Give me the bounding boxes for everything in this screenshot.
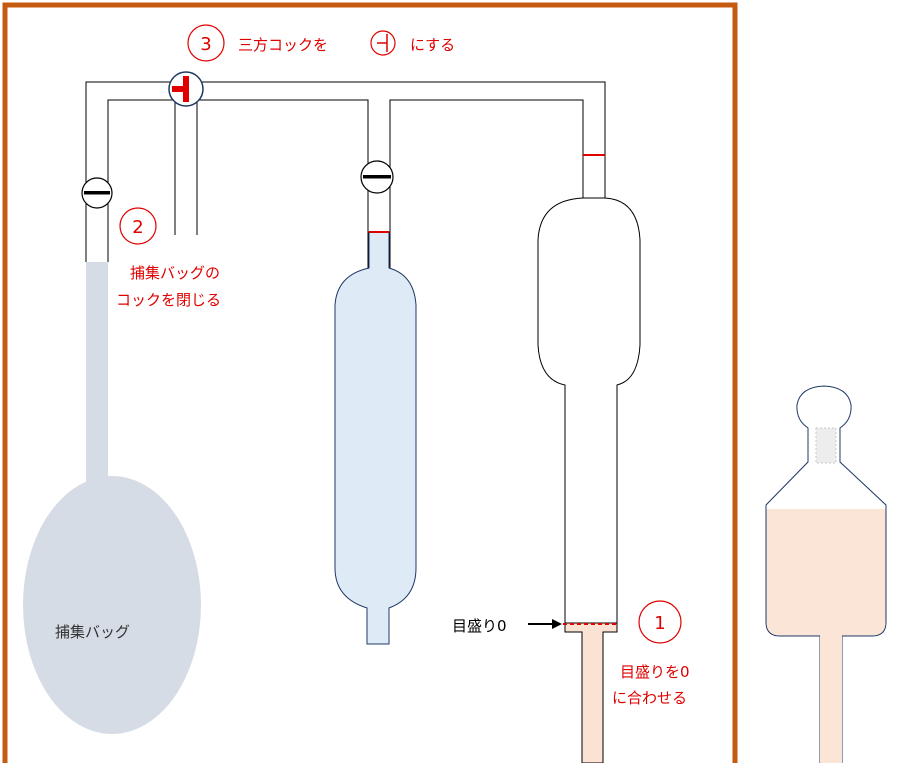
step-2-number: 2	[132, 217, 143, 238]
step-1-line-1: 目盛りを0	[620, 663, 690, 681]
pipette-upper-tube	[367, 193, 391, 232]
step-1-number: 1	[654, 613, 665, 634]
step-2: 2 捕集バッグの コックを閉じる	[116, 207, 221, 309]
bag-neck	[86, 262, 108, 484]
horizontal-bar-valve-icon	[363, 175, 391, 179]
step-3-number: 3	[200, 34, 211, 55]
frame-border	[2, 2, 738, 763]
step-2-line-1: 捕集バッグの	[130, 264, 220, 282]
t-shaped-three-way-cock-icon	[370, 30, 396, 56]
burette-liquid-stem	[564, 622, 618, 763]
manifold-inner-line	[107, 99, 584, 270]
step-3-text-before: 三方コックを	[238, 36, 328, 54]
open-vent-pipe	[174, 100, 198, 235]
gas-pipette	[334, 231, 417, 645]
horizontal-bar-valve-icon	[84, 191, 110, 195]
bottle-stopper	[815, 427, 837, 464]
pipette-stopcock[interactable]	[360, 160, 394, 194]
step-1-line-2: に合わせる	[612, 689, 687, 707]
leveling-bottle	[765, 385, 887, 763]
bag-label: 捕集バッグ	[55, 623, 130, 641]
zero-mark-label: 目盛り0	[452, 617, 507, 635]
step-3: 3 三方コックを にする	[187, 24, 455, 62]
step-3-text-after: にする	[410, 36, 455, 54]
step-2-line-2: コックを閉じる	[116, 291, 221, 309]
manifold-outer-line	[85, 81, 606, 262]
step-1: 1 目盛りを0 に合わせる	[612, 600, 690, 707]
bottle-liquid	[766, 509, 886, 763]
right-arrow-icon	[528, 619, 562, 629]
bag-stopcock[interactable]	[81, 177, 113, 209]
t-shaped-three-way-cock-icon	[172, 76, 189, 102]
burette-body	[537, 197, 641, 624]
collection-bag	[23, 476, 201, 734]
three-way-cock[interactable]	[168, 71, 204, 107]
